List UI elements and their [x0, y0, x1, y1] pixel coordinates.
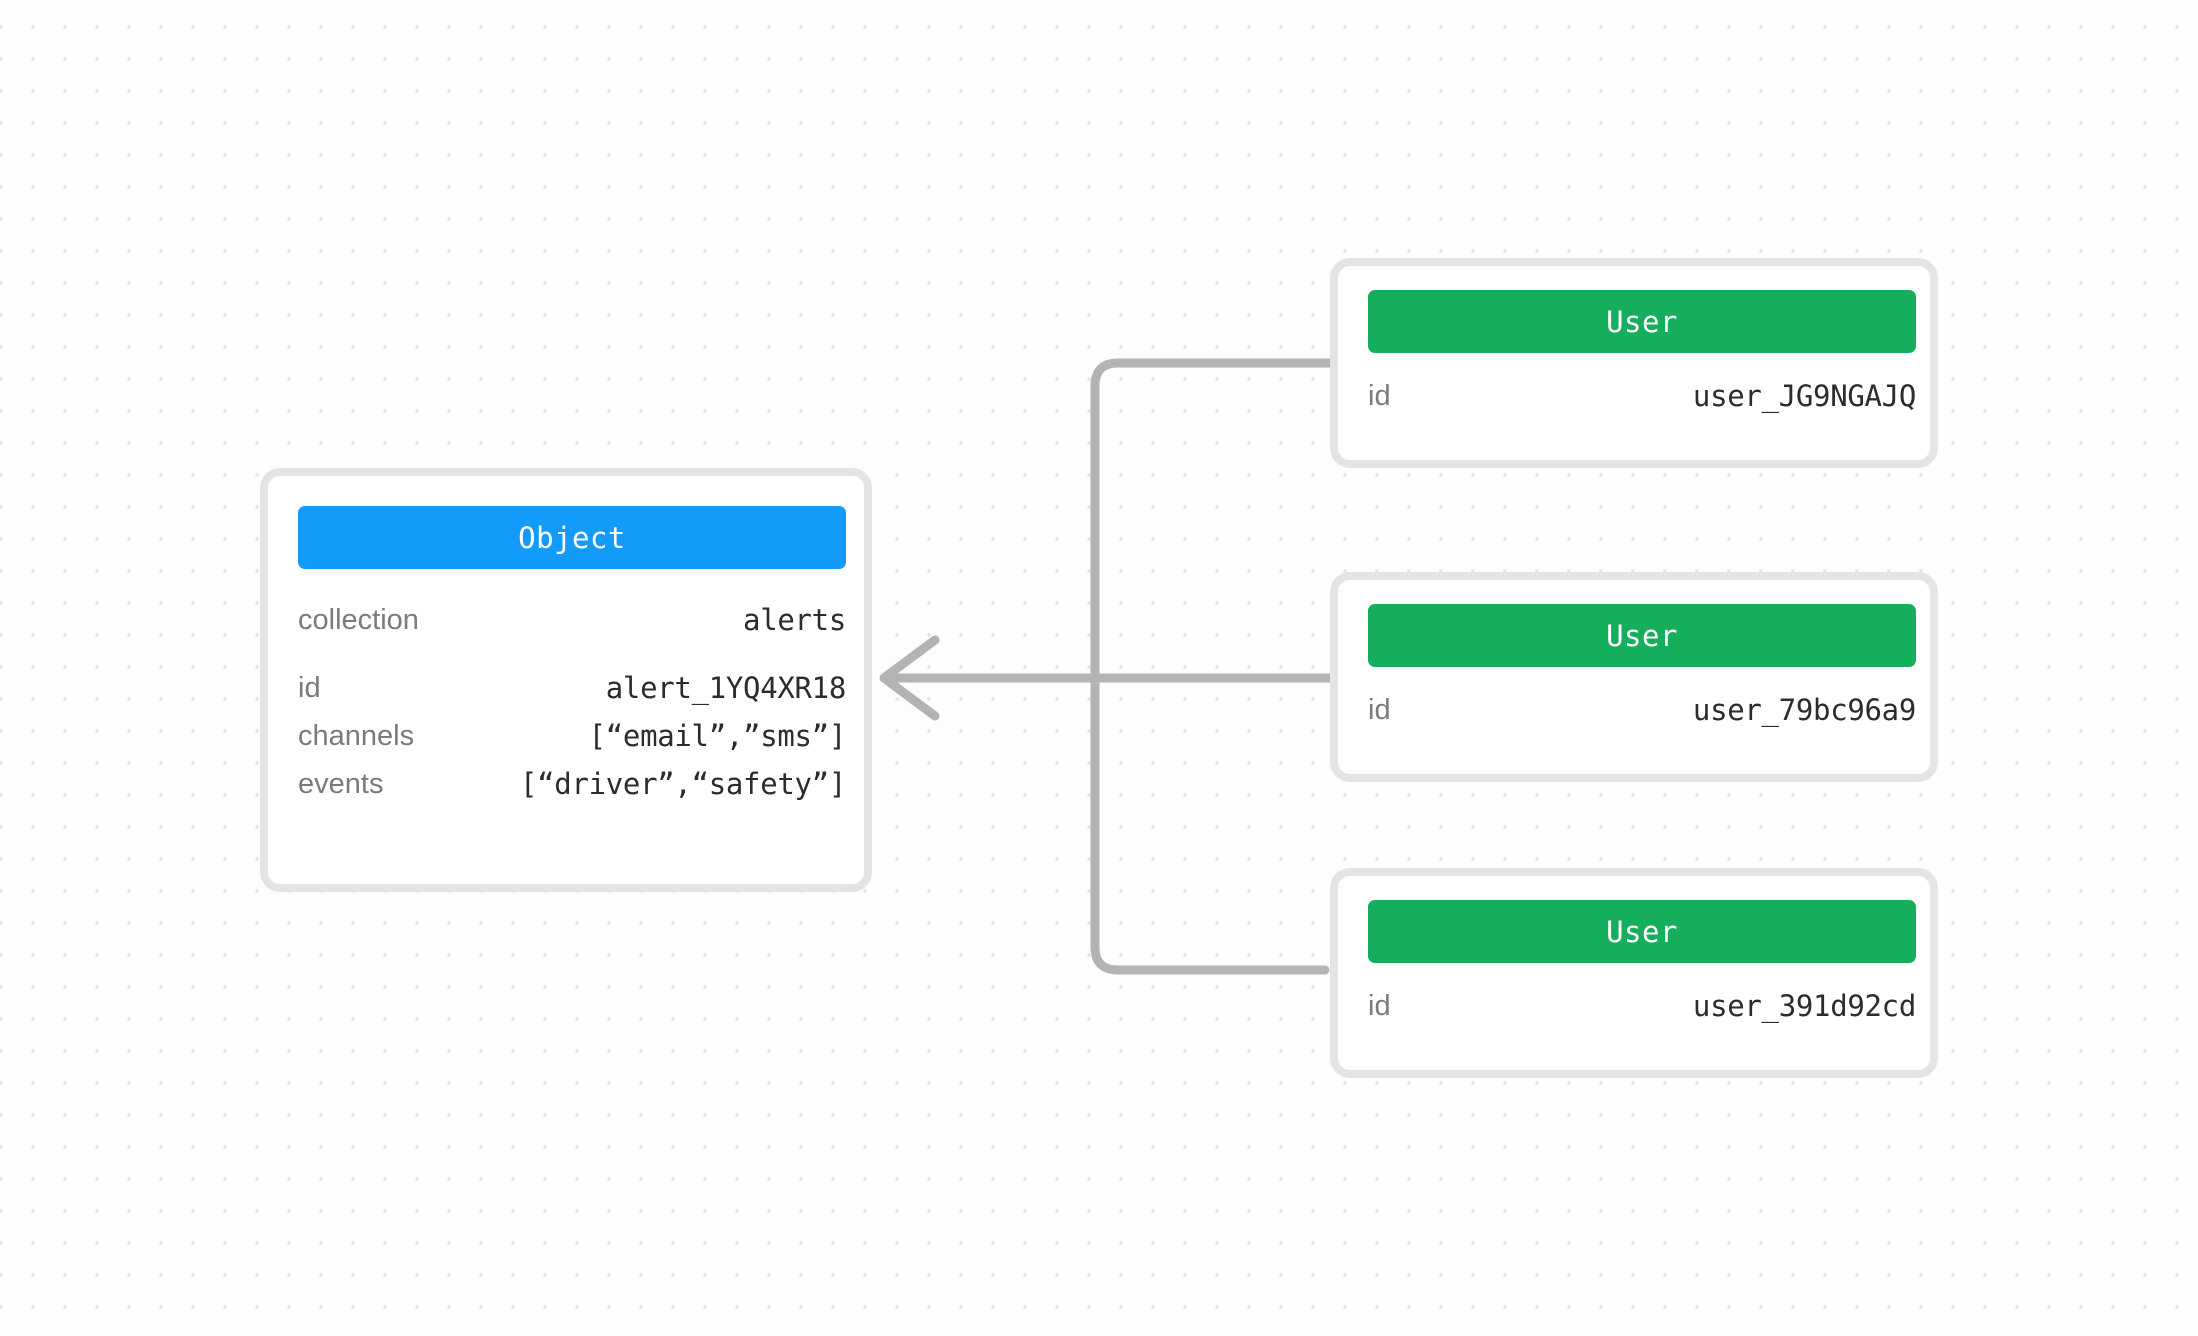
- field-key-id: id: [1368, 379, 1391, 412]
- field-row-channels: channels [“email”,”sms”]: [298, 712, 846, 760]
- node-user-3-fields: id user_391d92cd: [1368, 982, 1916, 1030]
- field-row-id: id user_JG9NGAJQ: [1368, 372, 1916, 420]
- field-value-id: alert_1YQ4XR18: [605, 671, 847, 705]
- node-user-3[interactable]: User id user_391d92cd: [1330, 868, 1938, 1078]
- node-user-1-header: User: [1368, 290, 1916, 353]
- node-object[interactable]: Object collection alerts id alert_1YQ4XR…: [260, 468, 872, 892]
- field-value-channels: [“email”,”sms”]: [588, 719, 847, 753]
- edge-user3-to-object: [1090, 673, 1330, 975]
- edge-arrowhead-icon: [879, 635, 940, 721]
- field-key-id: id: [1368, 693, 1391, 726]
- field-row-id: id user_79bc96a9: [1368, 686, 1916, 734]
- node-user-2-fields: id user_79bc96a9: [1368, 686, 1916, 734]
- node-user-2-header: User: [1368, 604, 1916, 667]
- field-key-events: events: [298, 767, 384, 800]
- field-key-id: id: [298, 671, 321, 704]
- node-object-header: Object: [298, 506, 846, 569]
- node-user-1-fields: id user_JG9NGAJQ: [1368, 372, 1916, 420]
- field-key-collection: collection: [298, 603, 419, 636]
- field-value-id: user_391d92cd: [1692, 989, 1916, 1023]
- node-object-fields: collection alerts id alert_1YQ4XR18 chan…: [298, 596, 846, 808]
- field-row-id: id alert_1YQ4XR18: [298, 664, 846, 712]
- node-user-1[interactable]: User id user_JG9NGAJQ: [1330, 258, 1938, 468]
- field-key-channels: channels: [298, 719, 415, 752]
- field-value-id: user_79bc96a9: [1692, 693, 1916, 727]
- field-row-collection: collection alerts: [298, 596, 846, 644]
- field-value-collection: alerts: [743, 603, 846, 637]
- field-value-events: [“driver”,“safety”]: [519, 767, 846, 801]
- field-key-id: id: [1368, 989, 1391, 1022]
- field-row-id: id user_391d92cd: [1368, 982, 1916, 1030]
- field-value-id: user_JG9NGAJQ: [1692, 379, 1916, 413]
- node-user-3-header: User: [1368, 900, 1916, 963]
- edge-user1-to-object: [1090, 358, 1335, 683]
- field-row-events: events [“driver”,“safety”]: [298, 760, 846, 808]
- node-user-2[interactable]: User id user_79bc96a9: [1330, 572, 1938, 782]
